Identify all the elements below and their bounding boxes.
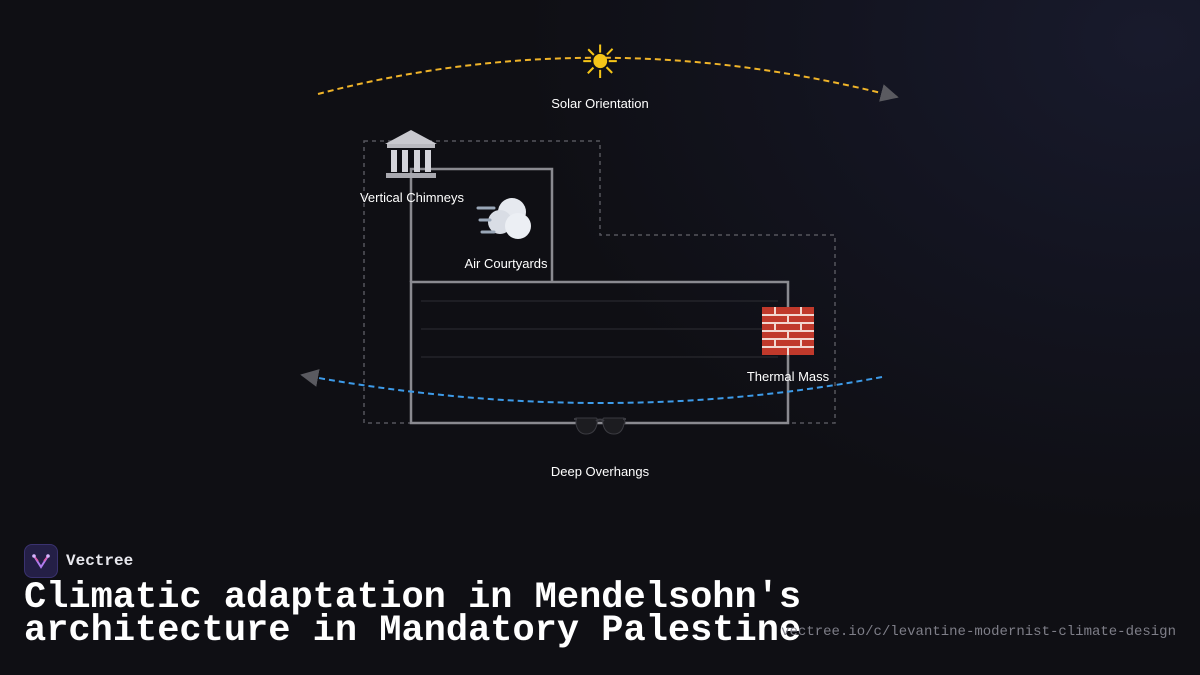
brick-icon: [762, 307, 814, 355]
source-url: vectree.io/c/levantine-modernist-climate…: [781, 624, 1176, 640]
brand-name: Vectree: [66, 552, 134, 570]
building-wall-main: [409, 280, 790, 425]
site-outline-dashed: [363, 140, 836, 424]
page-title: Climatic adaptation in Mendelsohn's arch…: [24, 577, 802, 652]
classical-building-icon: [385, 130, 437, 178]
airflow-path-arrow: [300, 369, 883, 404]
label-vertical-chimneys: Vertical Chimneys: [360, 190, 465, 205]
building-wall-tower: [409, 167, 554, 282]
label-solar-orientation: Solar Orientation: [551, 96, 649, 111]
label-air-courtyards: Air Courtyards: [464, 256, 548, 271]
sun-icon: ☀: [579, 35, 620, 89]
label-deep-overhangs: Deep Overhangs: [551, 464, 650, 479]
climate-diagram: ☀: [300, 35, 899, 479]
brand: Vectree: [24, 544, 133, 578]
wind-puff-icon: [476, 198, 531, 239]
sun-path-arrow: [317, 56, 899, 102]
vectree-logo-icon: [24, 544, 58, 578]
label-thermal-mass: Thermal Mass: [747, 369, 830, 384]
sunglasses-icon: [574, 417, 626, 435]
